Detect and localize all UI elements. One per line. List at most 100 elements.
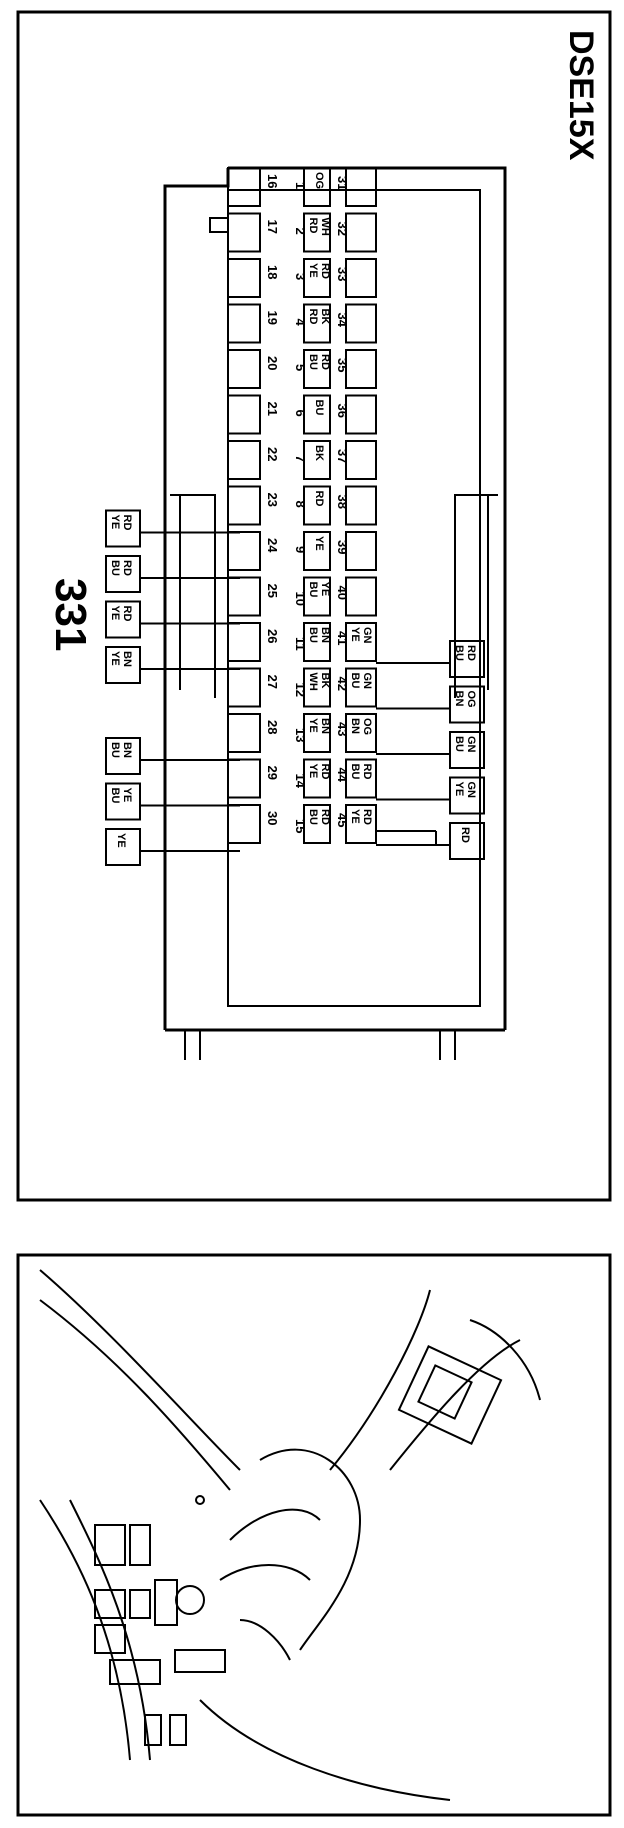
callout-box bbox=[449, 776, 485, 815]
pin-number: 33 bbox=[335, 267, 350, 281]
pin-cavity bbox=[345, 303, 377, 344]
callout-color-code: YE bbox=[109, 606, 121, 621]
pin-number: 20 bbox=[265, 356, 280, 370]
pin-cavity bbox=[345, 622, 377, 662]
callout-color-code: BU bbox=[109, 560, 121, 576]
pin-number: 19 bbox=[265, 311, 280, 325]
callout-color-code: BU bbox=[453, 645, 465, 661]
wire-color-code: YE bbox=[307, 263, 319, 278]
pin-cavity bbox=[345, 349, 377, 389]
pin-cavity bbox=[303, 258, 331, 298]
pin-number: 32 bbox=[335, 222, 350, 236]
wire-color-code: WH bbox=[307, 673, 319, 691]
callout-box bbox=[105, 828, 141, 866]
pin-cavity bbox=[227, 758, 261, 799]
pin-number: 1 bbox=[293, 182, 308, 189]
callout-color-code: RD bbox=[459, 827, 471, 843]
pin-number: 18 bbox=[265, 265, 280, 279]
pin-number: 22 bbox=[265, 447, 280, 461]
wire-color-code: RD bbox=[319, 263, 331, 279]
callout-box bbox=[449, 731, 485, 769]
wire-color-code: BK bbox=[319, 673, 331, 689]
wire-color-code: BU bbox=[307, 582, 319, 598]
callout-color-code: YE bbox=[121, 788, 133, 803]
diagram-code: DSE15X bbox=[562, 30, 600, 161]
callout-color-code: BU bbox=[109, 742, 121, 758]
connector-number: 331 bbox=[46, 578, 95, 651]
pin-cavity bbox=[227, 531, 261, 571]
callout-box bbox=[449, 822, 485, 860]
pin-number: 8 bbox=[293, 501, 308, 508]
pin-cavity bbox=[227, 258, 261, 298]
pin-number: 30 bbox=[265, 811, 280, 825]
pin-number: 21 bbox=[265, 402, 280, 416]
callout-box bbox=[105, 782, 141, 821]
pin-number: 34 bbox=[335, 313, 350, 328]
pin-cavity bbox=[345, 713, 377, 753]
pin-number: 12 bbox=[293, 683, 308, 697]
pin-cavity bbox=[227, 622, 261, 662]
pin-cavity bbox=[303, 485, 331, 526]
callout-color-code: RD bbox=[121, 560, 133, 576]
pin-number: 36 bbox=[335, 404, 350, 418]
callout-color-code: BU bbox=[453, 736, 465, 752]
pin-number: 2 bbox=[293, 228, 308, 235]
pin-number: 9 bbox=[293, 546, 308, 553]
wire-color-code: RD bbox=[307, 309, 319, 325]
callout-color-code: GN bbox=[465, 782, 477, 799]
wire-color-code: RD bbox=[361, 764, 373, 780]
wire-color-code: RD bbox=[319, 354, 331, 370]
connector-housing bbox=[163, 166, 507, 1060]
pin-cavity bbox=[303, 576, 331, 617]
wire-color-code: BU bbox=[307, 627, 319, 643]
pin-number: 31 bbox=[335, 176, 350, 190]
pin-number: 38 bbox=[335, 495, 350, 509]
wire-color-code: YE bbox=[349, 627, 361, 642]
pin-number: 10 bbox=[293, 592, 308, 606]
pin-number: 43 bbox=[335, 722, 350, 736]
dashboard-illustration bbox=[39, 1269, 541, 1801]
pin-number: 6 bbox=[293, 410, 308, 417]
pin-number: 24 bbox=[265, 538, 280, 553]
callout-box bbox=[105, 509, 141, 548]
pin-cavity bbox=[303, 758, 331, 799]
pin-number: 11 bbox=[293, 637, 308, 651]
wire-color-code: BU bbox=[313, 400, 325, 416]
pin-number: 16 bbox=[265, 174, 280, 188]
wire-color-code: RD bbox=[307, 218, 319, 234]
callout-color-code: RD bbox=[121, 606, 133, 622]
wire-color-code: BU bbox=[307, 354, 319, 370]
pin-number: 44 bbox=[335, 768, 350, 783]
pin-number: 39 bbox=[335, 540, 350, 554]
wire-color-code: OG bbox=[313, 172, 325, 189]
pin-cavity bbox=[227, 576, 261, 617]
callout-color-code: BU bbox=[109, 788, 121, 804]
wire-color-code: BK bbox=[313, 445, 325, 461]
pin-number: 14 bbox=[293, 774, 308, 789]
pin-number: 27 bbox=[265, 675, 280, 689]
pin-cavity bbox=[303, 303, 331, 344]
pin-number: 5 bbox=[293, 364, 308, 371]
pin-cavity bbox=[345, 804, 377, 844]
wire-color-code: RD bbox=[319, 809, 331, 825]
callout-color-code: YE bbox=[115, 833, 127, 848]
pin-cavity bbox=[227, 394, 261, 435]
callout-color-code: BN bbox=[121, 651, 133, 667]
pin-cavity bbox=[227, 713, 261, 753]
wire-color-code: RD bbox=[319, 764, 331, 780]
callout-box bbox=[105, 646, 141, 684]
pin-cavity bbox=[227, 804, 261, 844]
pin-cavity bbox=[227, 349, 261, 389]
wire-color-code: YE bbox=[319, 582, 331, 597]
callout-box bbox=[105, 737, 141, 775]
pin-cavity bbox=[227, 485, 261, 526]
location-illustration-frame bbox=[16, 1253, 612, 1817]
wire-color-code: RD bbox=[361, 809, 373, 825]
pin-cavity bbox=[227, 440, 261, 480]
pin-cavity bbox=[345, 667, 377, 708]
wire-color-code: BN bbox=[319, 627, 331, 643]
wire-color-code: YE bbox=[307, 764, 319, 779]
wire-color-code: YE bbox=[313, 536, 325, 551]
